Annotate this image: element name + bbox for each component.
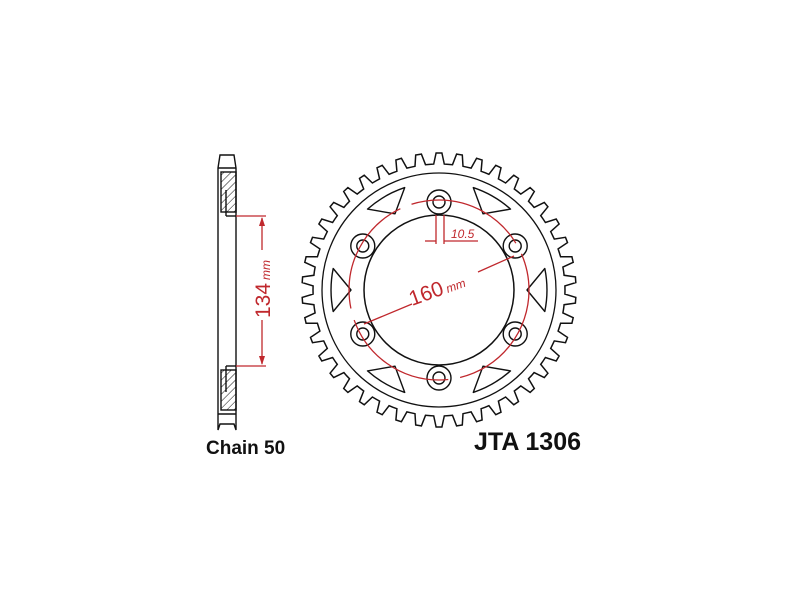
lightening-slot [526,267,548,313]
bore-dimension [236,215,266,367]
lightening-slot [330,267,352,313]
bolt-hole [356,327,370,341]
sprocket-root-circle [321,172,557,408]
bolt-hole-dimension-value: 10.5 [451,227,475,241]
bore-dimension-value: 134mm [252,260,275,318]
lightening-slot [366,365,406,394]
bolt-hole [432,195,446,209]
bolt-hole [508,327,522,341]
bolt-circle-dimension [348,199,530,381]
bolt-hole [508,239,522,253]
bolt-hole [432,371,446,385]
side-view [217,154,237,431]
lightening-slot [472,365,512,394]
lightening-slot [366,186,406,215]
lightening-slot [472,186,512,215]
front-view [301,152,577,428]
chain-size-label: Chain 50 [206,438,286,459]
part-number-label: JTA 1306 [474,428,582,456]
center-bore [363,214,515,366]
bolt-hole [356,239,370,253]
